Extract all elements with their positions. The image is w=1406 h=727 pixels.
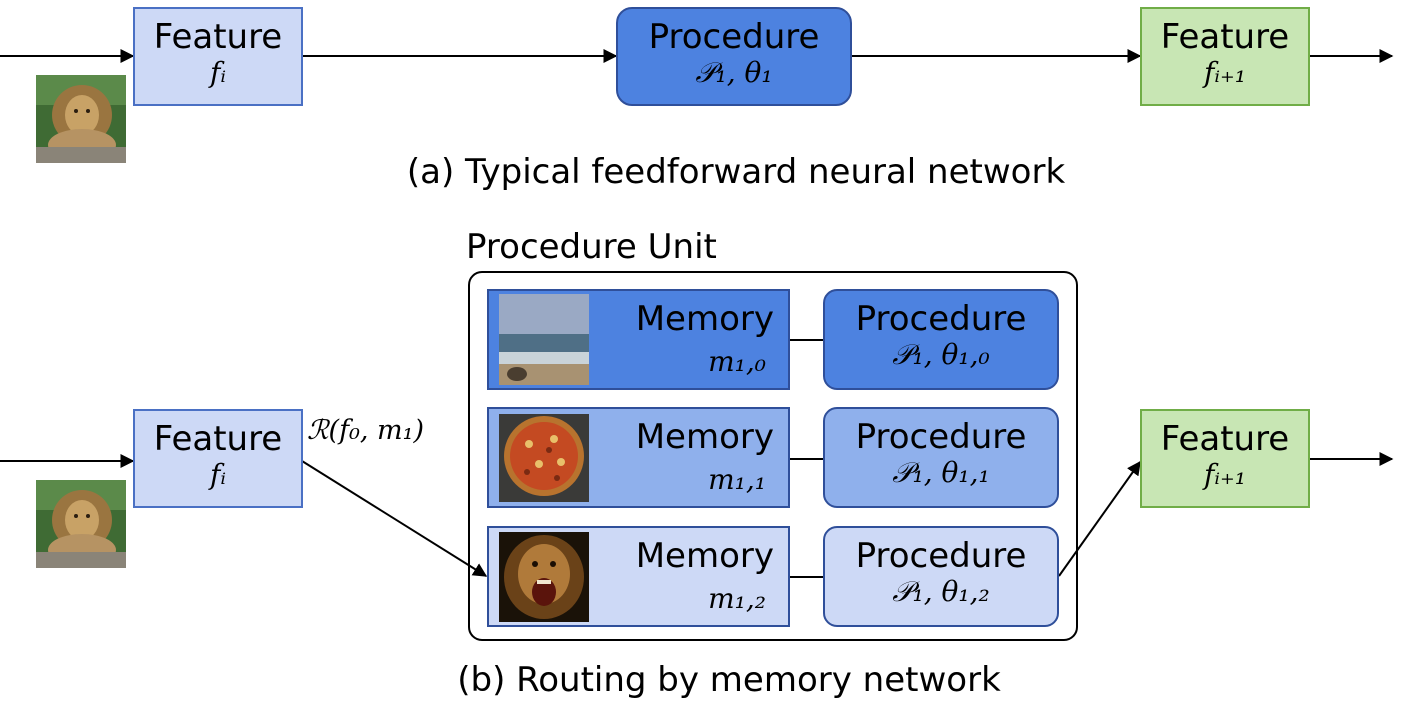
feature-input-b: Feature fᵢ: [133, 409, 303, 508]
memory-row-2: Memory m₁,₂: [487, 526, 790, 627]
lion-thumbnail-a: [36, 75, 126, 163]
memory-row-2-title: Memory: [635, 536, 774, 576]
arrow-b-routing: [301, 460, 488, 577]
feature-input-a: Feature fᵢ: [133, 7, 303, 106]
feature-output-b-title: Feature: [1160, 419, 1290, 459]
procedure-a-title: Procedure: [648, 17, 820, 57]
caption-a: (a) Typical feedforward neural network: [406, 152, 1066, 192]
arrow-b-to-feature-out: [1058, 460, 1141, 577]
feature-output-a-symbol: fᵢ₊₁: [1204, 56, 1246, 89]
feature-input-b-symbol: fᵢ: [210, 458, 226, 491]
memory-row-1: Memory m₁,₁: [487, 407, 790, 508]
procedure-row-2-title: Procedure: [855, 536, 1027, 576]
procedure-row-0-symbol: 𝒫₁, θ₁,₀: [892, 338, 990, 371]
memory-row-0-symbol: m₁,₀: [708, 345, 766, 378]
feature-output-b-symbol: fᵢ₊₁: [1204, 458, 1246, 491]
feature-input-b-title: Feature: [153, 419, 283, 459]
procedure-a: Procedure 𝒫₁, θ₁: [616, 7, 852, 106]
lion-thumbnail-b: [36, 480, 126, 568]
feature-output-b: Feature fᵢ₊₁: [1140, 409, 1310, 508]
memory-row-2-symbol: m₁,₂: [708, 582, 766, 615]
procedure-row-1: Procedure 𝒫₁, θ₁,₁: [823, 407, 1059, 508]
procedure-row-1-symbol: 𝒫₁, θ₁,₁: [892, 456, 990, 489]
beach-thumbnail: [499, 294, 589, 385]
procedure-row-2: Procedure 𝒫₁, θ₁,₂: [823, 526, 1059, 627]
procedure-row-0-title: Procedure: [855, 299, 1027, 339]
procedure-row-2-symbol: 𝒫₁, θ₁,₂: [892, 575, 990, 608]
memory-row-1-title: Memory: [635, 417, 774, 457]
routing-label: ℛ(f₀, m₁): [307, 415, 425, 446]
feature-output-a: Feature fᵢ₊₁: [1140, 7, 1310, 106]
caption-b: (b) Routing by memory network: [457, 660, 1001, 700]
procedure-a-symbol: 𝒫₁, θ₁: [695, 56, 773, 89]
procedure-unit-container: [468, 271, 1078, 641]
memory-row-1-symbol: m₁,₁: [708, 463, 766, 496]
procedure-row-1-title: Procedure: [855, 417, 1027, 457]
procedure-row-0: Procedure 𝒫₁, θ₁,₀: [823, 289, 1059, 390]
memory-row-0-title: Memory: [635, 299, 774, 339]
memory-row-0: Memory m₁,₀: [487, 289, 790, 390]
procedure-unit-label: Procedure Unit: [466, 227, 717, 267]
roaring-lion-thumbnail: [499, 532, 589, 622]
feature-input-a-title: Feature: [153, 17, 283, 57]
pizza-thumbnail: [499, 414, 589, 502]
feature-output-a-title: Feature: [1160, 17, 1290, 57]
feature-input-a-symbol: fᵢ: [210, 56, 226, 89]
